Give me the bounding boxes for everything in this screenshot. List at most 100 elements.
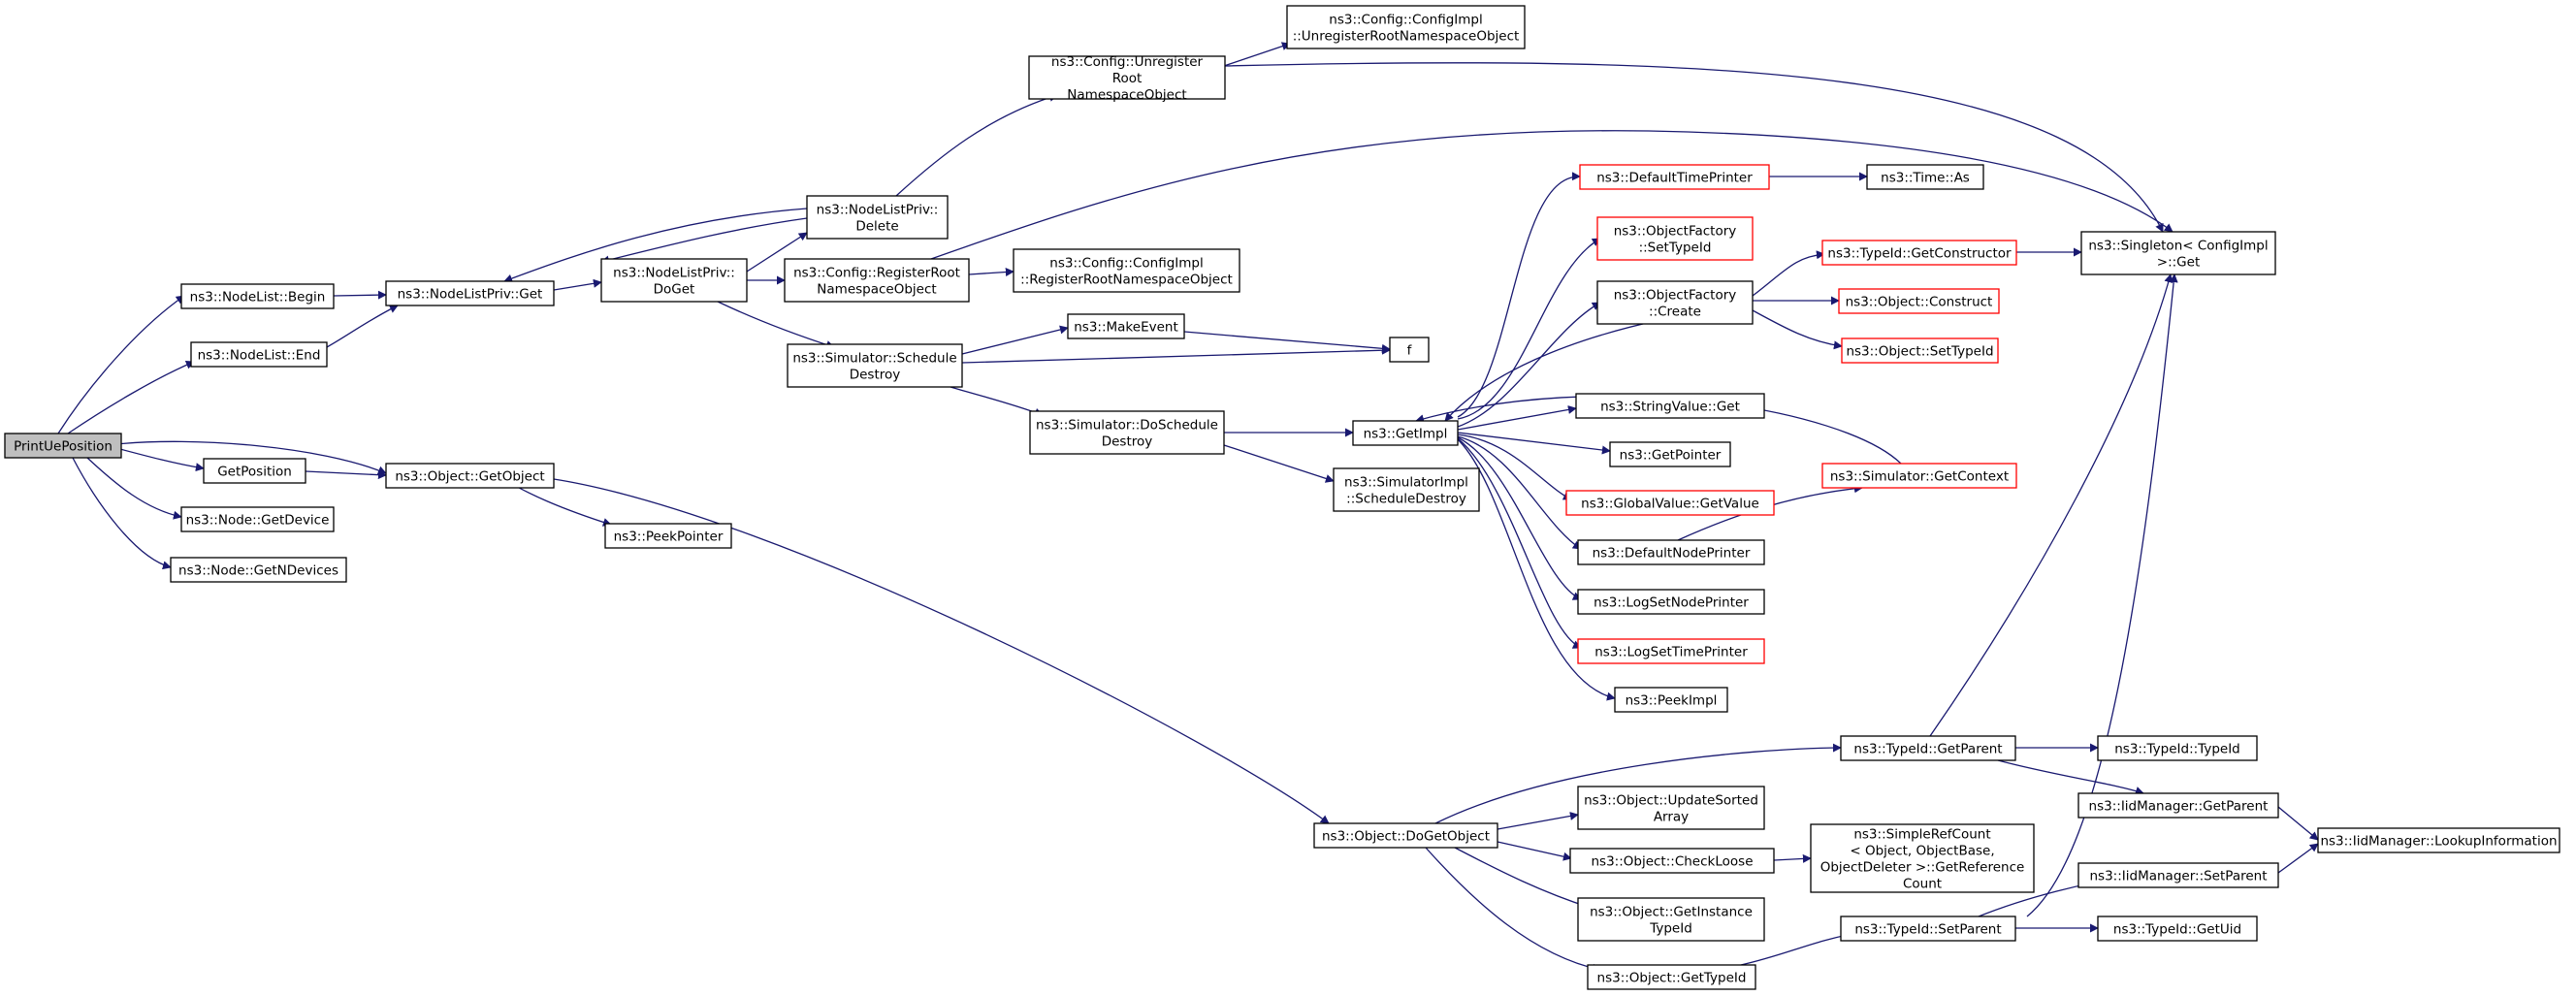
call-edge [57, 295, 185, 434]
graph-node[interactable]: f [1389, 337, 1430, 363]
node-label: ns3::PeekImpl [1626, 693, 1718, 709]
node-label: ns3::NodeListPriv::Get [398, 287, 543, 303]
node-box [1841, 337, 1999, 364]
graph-node[interactable]: ns3::Singleton< ConfigImpl >::Get [2080, 231, 2276, 275]
call-edge [115, 440, 387, 475]
graph-node[interactable]: ns3::ObjectFactory::Create [1596, 280, 1754, 325]
node-box [2097, 916, 2258, 942]
graph-node[interactable]: ns3::NodeList::Begin [180, 283, 335, 309]
graph-node[interactable]: ns3::GetPointer [1609, 441, 1731, 467]
call-edge [1223, 444, 1335, 483]
node-box [1333, 467, 1480, 512]
node-label: Count [1903, 877, 1942, 892]
call-edge [1425, 847, 1601, 973]
call-edge [600, 217, 808, 265]
call-edge [1457, 434, 1572, 500]
graph-node[interactable]: ns3::TypeId::TypeId [2097, 735, 2258, 761]
graph-node[interactable]: ns3::Node::GetDevice [180, 506, 335, 532]
graph-node[interactable]: ns3::Config::ConfigImpl::UnregisterRootN… [1286, 5, 1526, 49]
node-label: ns3::Object::GetTypeId [1597, 971, 1747, 986]
call-edge [305, 470, 387, 480]
graph-node[interactable]: ns3::NodeListPriv::Delete [806, 195, 949, 240]
graph-node[interactable]: ns3::Object::DoGetObject [1313, 822, 1498, 849]
graph-node[interactable]: ns3::StringValue::Get [1575, 393, 1765, 419]
call-edge [67, 361, 195, 434]
graph-node[interactable]: ns3::IidManager::LookupInformation [2317, 827, 2560, 853]
node-label: ns3::NodeListPriv:: [817, 203, 939, 218]
node-box [600, 258, 748, 303]
node-label: ns3::IidManager::GetParent [2089, 799, 2269, 815]
call-edge [1183, 331, 1391, 353]
graph-node[interactable]: ns3::PeekPointer [604, 523, 732, 549]
node-label: ns3::Singleton< ConfigImpl [2088, 239, 2268, 254]
call-edge [1497, 841, 1572, 861]
graph-node[interactable]: ns3::Config::UnregisterRootNamespaceObje… [1028, 54, 1226, 103]
node-box [2317, 827, 2560, 853]
node-label: ns3::Config::ConfigImpl [1049, 256, 1203, 272]
graph-node[interactable]: GetPosition [203, 458, 306, 484]
node-box [1575, 393, 1765, 419]
graph-node[interactable]: ns3::TypeId::SetParent [1840, 916, 2016, 942]
graph-node[interactable]: ns3::Simulator::ScheduleDestroy [787, 343, 963, 388]
call-edge [1454, 847, 1592, 910]
node-label: ::Create [1649, 305, 1701, 320]
graph-node[interactable]: ns3::ObjectFactory::SetTypeId [1596, 216, 1754, 261]
graph-node[interactable]: ns3::GetImpl [1352, 420, 1459, 446]
graph-node[interactable]: ns3::Simulator::GetContext [1821, 463, 2017, 489]
graph-node[interactable]: ns3::Object::SetTypeId [1841, 337, 1999, 364]
graph-node[interactable]: ns3::DefaultTimePrinter [1579, 164, 1770, 190]
graph-node[interactable]: ns3::IidManager::SetParent [2077, 862, 2279, 888]
node-box [1286, 5, 1526, 49]
call-edge [2277, 843, 2319, 874]
node-box [1569, 848, 1775, 874]
node-box [1614, 687, 1728, 713]
call-edge [1457, 302, 1601, 428]
graph-node[interactable]: ns3::NodeList::End [190, 341, 328, 368]
graph-node[interactable]: ns3::LogSetTimePrinter [1577, 638, 1765, 664]
graph-node[interactable]: ns3::Config::ConfigImpl::RegisterRootNam… [1013, 248, 1240, 293]
node-label: >::Get [2157, 255, 2200, 271]
graph-node[interactable]: ns3::Object::GetTypeId [1587, 964, 1756, 990]
graph-node[interactable]: ns3::NodeListPriv::Get [385, 280, 555, 306]
call-nodes: PrintUePositionns3::NodeList::Beginns3::… [4, 5, 2560, 990]
node-label: NamespaceObject [1067, 87, 1186, 103]
graph-node[interactable]: ns3::Object::GetObject [385, 463, 555, 489]
graph-node[interactable]: ns3::TypeId::GetParent [1840, 735, 2016, 761]
node-label: ns3::Simulator::GetContext [1830, 469, 2009, 485]
graph-node[interactable]: PrintUePosition [4, 433, 122, 459]
graph-node[interactable]: ns3::Time::As [1866, 164, 1984, 190]
graph-node[interactable]: ns3::MakeEvent [1067, 313, 1185, 339]
graph-node[interactable]: ns3::Config::RegisterRootNamespaceObject [784, 258, 970, 303]
graph-node[interactable]: ns3::GlobalValue::GetValue [1565, 490, 1775, 516]
graph-node[interactable]: ns3::DefaultNodePrinter [1577, 539, 1765, 565]
graph-node[interactable]: ns3::NodeListPriv::DoGet [600, 258, 748, 303]
graph-node[interactable]: ns3::Object::Construct [1838, 288, 2000, 314]
graph-node[interactable]: ns3::Node::GetNDevices [170, 557, 347, 583]
graph-node[interactable]: ns3::PeekImpl [1614, 687, 1728, 713]
node-label: ns3::Config::RegisterRoot [793, 266, 960, 281]
call-edge [1997, 759, 2144, 795]
node-label: ns3::NodeListPriv:: [613, 266, 735, 281]
node-box [180, 283, 335, 309]
node-label: ns3::Object::SetTypeId [1846, 344, 1993, 360]
node-label: ns3::SimulatorImpl [1344, 475, 1468, 491]
graph-node[interactable]: ns3::TypeId::GetConstructor [1821, 240, 2017, 266]
node-box [2077, 862, 2279, 888]
node-label: Destroy [850, 368, 901, 383]
call-edge [1457, 405, 1577, 431]
node-box [1577, 897, 1765, 942]
call-edge [961, 325, 1069, 355]
node-label: ns3::Object::CheckLoose [1591, 854, 1753, 870]
graph-node[interactable]: ns3::SimpleRefCount< Object, ObjectBase,… [1810, 823, 2035, 893]
graph-node[interactable]: ns3::TypeId::GetUid [2097, 916, 2258, 942]
graph-node[interactable]: ns3::Object::CheckLoose [1569, 848, 1775, 874]
node-label: ns3::TypeId::GetParent [1853, 742, 2002, 757]
graph-node[interactable]: ns3::LogSetNodePrinter [1577, 589, 1765, 615]
graph-node[interactable]: ns3::SimulatorImpl::ScheduleDestroy [1333, 467, 1480, 512]
graph-node[interactable]: ns3::IidManager::GetParent [2077, 792, 2279, 819]
call-edge [553, 478, 1330, 824]
